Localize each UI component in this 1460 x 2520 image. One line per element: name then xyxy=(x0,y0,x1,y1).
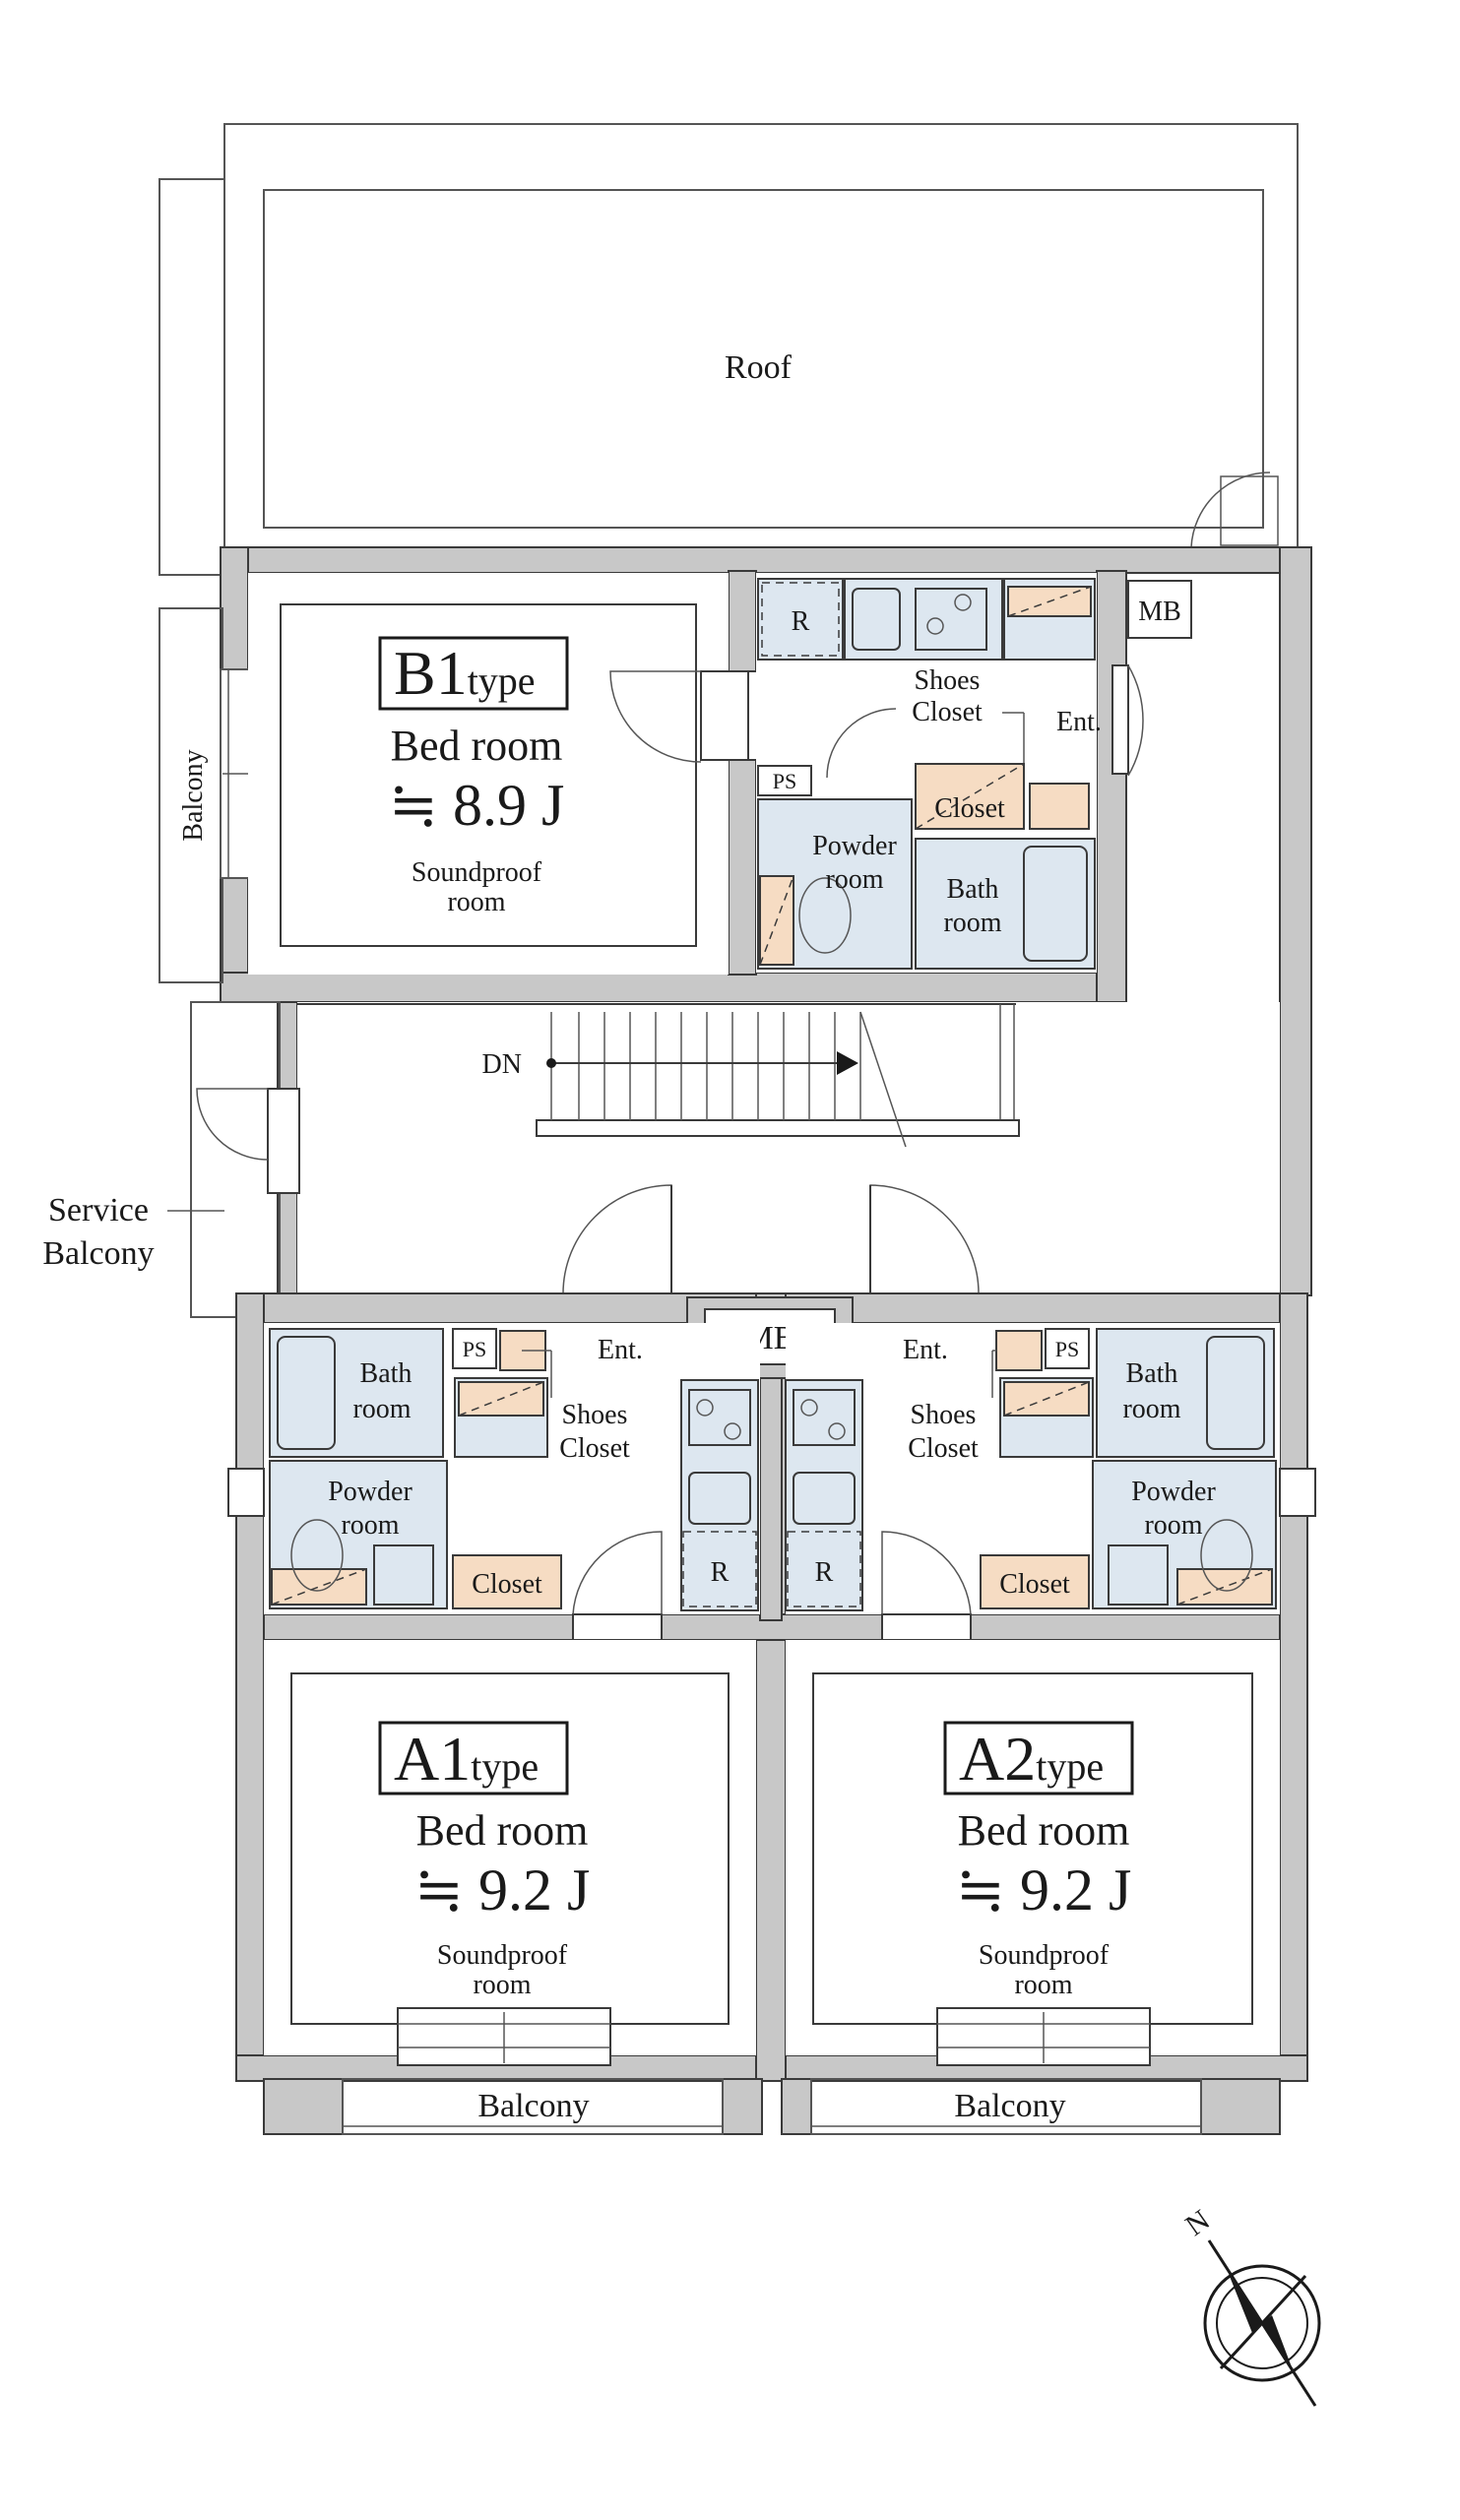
a1-closet-label: Closet xyxy=(472,1569,542,1600)
a1-entrance-label: Ent. xyxy=(598,1335,643,1365)
a1-fridge-label: R xyxy=(711,1557,730,1588)
b1-bedroom: B1type Bed room ≒ 8.9 J Soundproof room xyxy=(248,573,729,975)
b1-bedroom-area: ≒ 8.9 J xyxy=(389,773,565,838)
b1-powder-line1: Powder xyxy=(812,831,897,861)
b1-powder-line2: room xyxy=(825,864,883,895)
stair-hall: DN xyxy=(297,1002,1280,1293)
roof-area: Roof xyxy=(159,123,1299,576)
a1-bedroom-label: Bed room xyxy=(416,1806,589,1855)
a1-balcony-label: Balcony xyxy=(477,2088,589,2124)
a2-powder-line1: Powder xyxy=(1131,1477,1216,1507)
a1-soundproof-line2: room xyxy=(473,1970,531,2000)
north-compass: N xyxy=(1179,2203,1321,2407)
b1-soundproof-line2: room xyxy=(447,887,505,917)
a1-utility-block: Bath room PS Ent. Shoes Closet R Powder … xyxy=(227,1323,760,1773)
a1-powder-line1: Powder xyxy=(328,1477,413,1507)
compass-north-label: N xyxy=(1179,2203,1216,2241)
a1-bath-line2: room xyxy=(352,1394,411,1424)
b1-shoes-line2: Closet xyxy=(912,697,983,727)
service-balcony-line1: Service xyxy=(48,1192,149,1228)
b1-entrance-label: Ent. xyxy=(1056,707,1102,737)
a2-ps-label: PS xyxy=(1055,1337,1079,1361)
a2-shoes-line2: Closet xyxy=(908,1433,979,1464)
a2-bath-line1: Bath xyxy=(1126,1358,1178,1389)
a2-balcony-label: Balcony xyxy=(954,2088,1065,2124)
a2-entrance-label: Ent. xyxy=(903,1335,948,1365)
service-balcony-line2: Balcony xyxy=(42,1235,154,1272)
upper-block-walls xyxy=(220,546,1312,1298)
b1-shoes-line1: Shoes xyxy=(915,665,981,696)
stairs-dn-label: DN xyxy=(482,1049,522,1080)
a1-shoes-line1: Shoes xyxy=(562,1400,628,1430)
b1-ps-label: PS xyxy=(773,769,796,793)
a1-bedroom-area: ≒ 9.2 J xyxy=(414,1858,591,1922)
a1-soundproof-line1: Soundproof xyxy=(437,1940,568,1971)
service-balcony: Service Balcony xyxy=(42,1001,300,1318)
a1-bedroom: A1type Bed room ≒ 9.2 J Soundproof room xyxy=(264,1640,756,2066)
a2-type-badge: A2type xyxy=(959,1724,1104,1794)
a1-ps-label: PS xyxy=(463,1337,486,1361)
roof-label: Roof xyxy=(725,349,793,386)
a1-balcony: Balcony xyxy=(342,2078,724,2135)
a2-utility-block: R Ent. Shoes Closet PS Bath room Powder … xyxy=(785,1323,1316,1773)
b1-utility-block: R MB Shoes Closet Ent. Closet PS xyxy=(756,573,1192,973)
a2-soundproof-line2: room xyxy=(1014,1970,1072,2000)
a2-bedroom: A2type Bed room ≒ 9.2 J Soundproof room xyxy=(786,1640,1280,2066)
hall-entrance-doors xyxy=(562,1184,980,1294)
a2-powder-line2: room xyxy=(1144,1510,1202,1541)
a2-soundproof-line1: Soundproof xyxy=(979,1940,1110,1971)
a2-balcony: Balcony xyxy=(810,2078,1202,2135)
a2-bedroom-area: ≒ 9.2 J xyxy=(956,1858,1132,1922)
a2-bedroom-label: Bed room xyxy=(958,1806,1130,1855)
b1-bath-line1: Bath xyxy=(947,874,999,905)
b1-fridge-label: R xyxy=(792,606,810,637)
side-balcony-label: Balcony xyxy=(178,749,209,841)
a1-bath-line1: Bath xyxy=(360,1358,413,1389)
a1-powder-line2: room xyxy=(341,1510,399,1541)
b1-type-badge: B1type xyxy=(394,638,536,708)
stair-treads xyxy=(578,1012,861,1120)
b1-bedroom-label: Bed room xyxy=(391,722,563,770)
b1-mb-label: MB xyxy=(1138,597,1181,627)
b1-soundproof-line1: Soundproof xyxy=(412,857,542,888)
a2-shoes-line1: Shoes xyxy=(911,1400,977,1430)
a2-fridge-label: R xyxy=(815,1557,834,1588)
a2-closet-label: Closet xyxy=(999,1569,1070,1600)
a2-bath-line2: room xyxy=(1122,1394,1180,1424)
b1-closet-label: Closet xyxy=(934,793,1005,824)
a1-type-badge: A1type xyxy=(394,1724,539,1794)
b1-bath-line2: room xyxy=(943,908,1001,938)
a1-shoes-line2: Closet xyxy=(559,1433,630,1464)
